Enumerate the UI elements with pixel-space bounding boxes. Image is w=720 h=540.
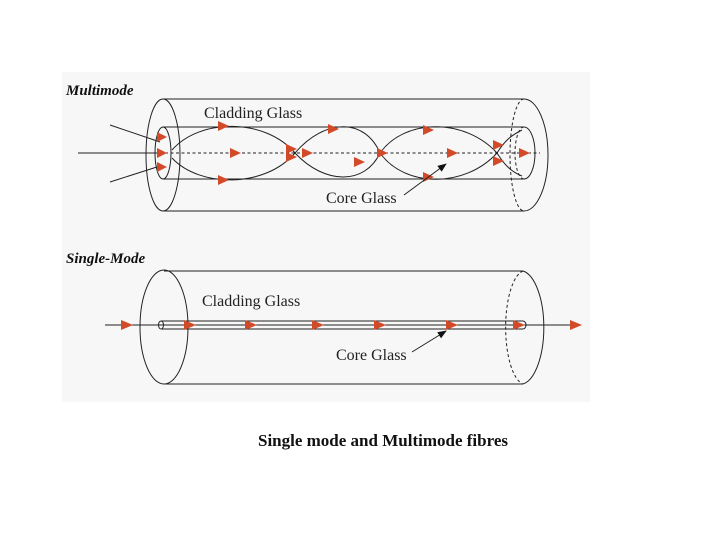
multimode-fibre: Multimode <box>65 83 549 212</box>
arrow-marker <box>157 162 167 172</box>
multimode-cladding-back-face <box>523 98 549 212</box>
singlemode-core-label: Core Glass <box>336 347 407 364</box>
multimode-cladding-back-hidden <box>509 98 525 212</box>
arrow-marker <box>286 152 297 162</box>
arrow-marker <box>447 148 458 158</box>
arrow-marker <box>423 125 434 135</box>
arrow-marker <box>570 320 582 330</box>
multimode-cladding-front-face <box>145 98 181 212</box>
singlemode-cladding-back-face <box>522 270 545 385</box>
multimode-incoming-ray-lower <box>109 165 161 183</box>
singlemode-cladding-label: Cladding Glass <box>202 293 300 310</box>
arrow-marker <box>157 148 167 158</box>
multimode-ray-exit-upper <box>496 129 523 154</box>
multimode-core-back-hidden <box>514 126 525 180</box>
diagram-background <box>62 72 590 402</box>
arrow-marker <box>218 121 229 131</box>
arrow-marker <box>374 320 386 330</box>
multimode-core-pointer <box>403 163 447 196</box>
arrow-marker <box>302 148 313 158</box>
arrow-marker <box>312 320 324 330</box>
arrow-marker <box>218 175 229 185</box>
multimode-cladding-label: Cladding Glass <box>204 105 302 122</box>
multimode-ray-path-a <box>171 125 498 178</box>
multimode-core-label: Core Glass <box>326 190 397 207</box>
singlemode-fibre: Single-Mode Cladding Glass Core Glass <box>66 251 582 385</box>
singlemode-cladding-back-hidden <box>505 270 524 385</box>
arrow-marker <box>286 144 297 154</box>
singlemode-arrows <box>121 320 582 330</box>
arrow-marker <box>121 320 133 330</box>
arrow-marker <box>493 156 504 166</box>
multimode-ray-path-b <box>171 126 498 181</box>
figure-caption: Single mode and Multimode fibres <box>258 431 508 450</box>
multimode-incoming-ray-upper <box>109 124 161 143</box>
singlemode-core-pointer <box>411 330 447 353</box>
arrow-marker <box>184 320 196 330</box>
multimode-ray-exit-lower <box>496 152 523 177</box>
arrow-marker <box>230 148 241 158</box>
singlemode-title: Single-Mode <box>66 251 146 267</box>
arrow-marker <box>519 148 530 158</box>
arrow-marker <box>446 320 458 330</box>
arrow-marker <box>377 148 388 158</box>
arrow-marker <box>493 140 504 150</box>
arrow-marker <box>513 320 525 330</box>
arrow-marker <box>157 132 167 142</box>
arrow-marker <box>245 320 257 330</box>
arrow-marker <box>354 157 365 167</box>
multimode-title: Multimode <box>65 83 134 99</box>
arrow-marker <box>328 124 339 134</box>
